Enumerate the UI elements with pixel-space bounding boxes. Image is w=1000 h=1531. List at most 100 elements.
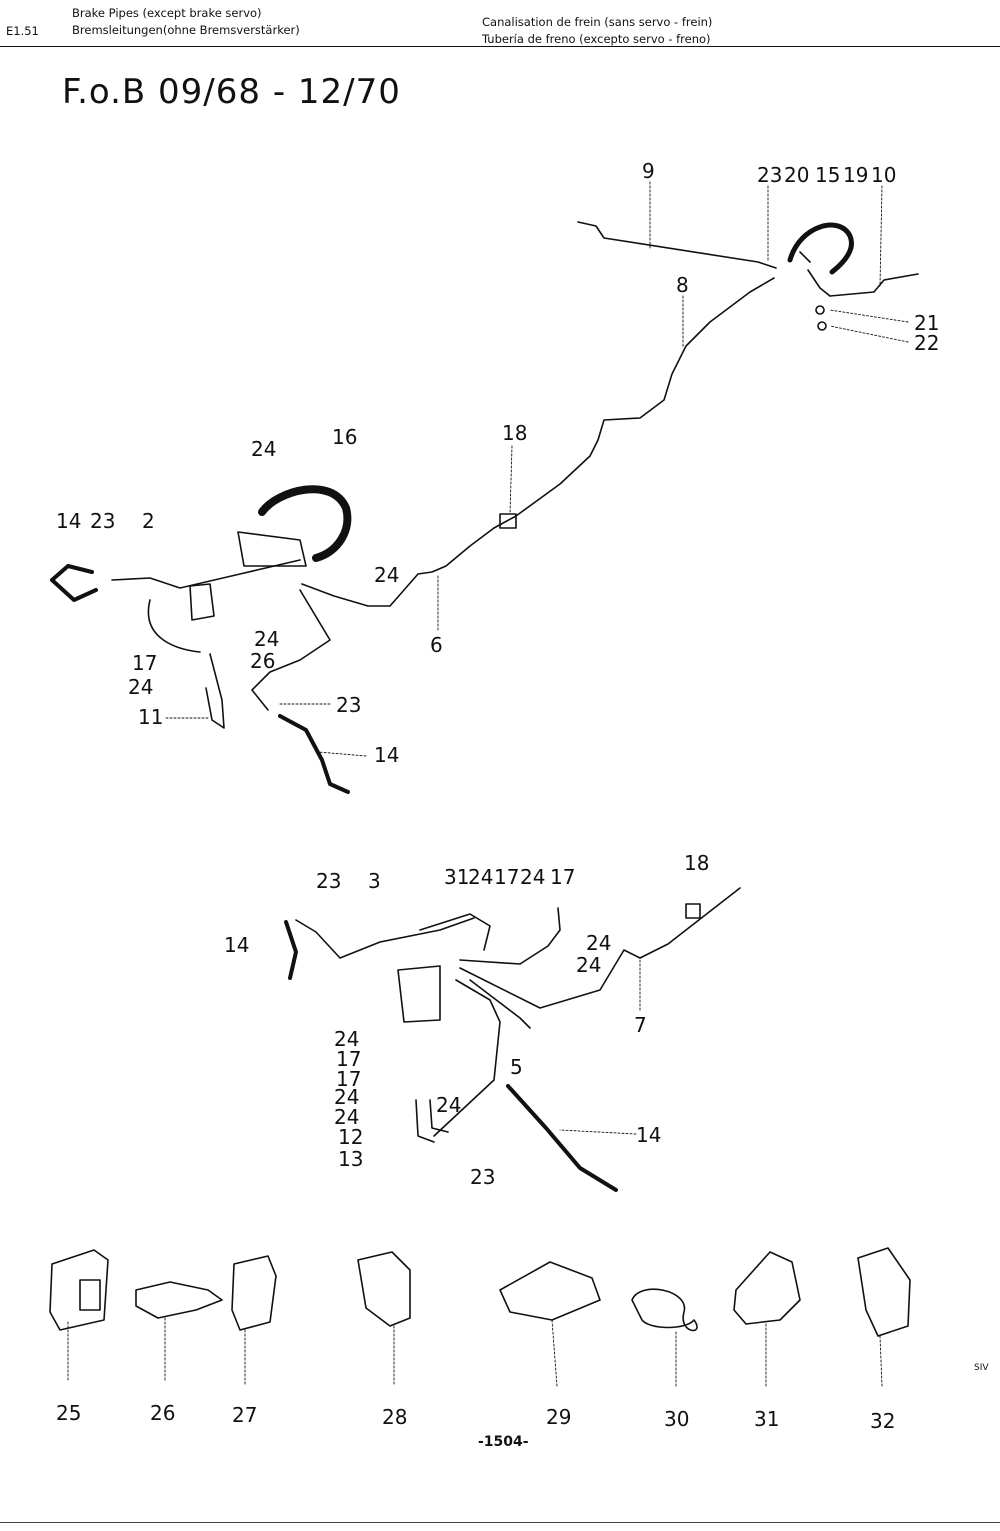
clip-29 [499, 1261, 601, 1321]
callout-17: 17 [132, 651, 157, 675]
pipe-left-loop [147, 599, 201, 653]
pipe-3 [295, 917, 475, 959]
callout-22: 22 [914, 331, 939, 355]
bottom-divider [0, 1522, 1000, 1523]
callout-10: 10 [871, 163, 896, 187]
pipe-9 [577, 221, 777, 269]
model-period-label: F.o.B 09/68 - 12/70 [62, 72, 401, 112]
callout-m-24c: 24 [586, 931, 611, 955]
callout-m-18: 18 [684, 851, 709, 875]
hose-14-rear [278, 714, 350, 794]
callout-m-24d: 24 [576, 953, 601, 977]
pipe-17-mid [459, 907, 561, 965]
callout-m-24f: 24 [334, 1085, 359, 1109]
page-number: -1504- [478, 1434, 529, 1450]
t-piece-19 [807, 269, 831, 297]
callout-m-17d: 17 [336, 1067, 361, 1091]
callout-24d: 24 [128, 675, 153, 699]
callout-2: 2 [142, 509, 155, 533]
callout-m-7: 7 [634, 1013, 647, 1037]
master-cylinder-mid [419, 913, 491, 951]
callout-16: 16 [332, 425, 357, 449]
clip-label-31: 31 [754, 1407, 779, 1431]
pipe-rear-left [251, 589, 331, 711]
callout-24c: 24 [254, 627, 279, 651]
callout-m-5: 5 [510, 1055, 523, 1079]
pipe-7 [459, 887, 741, 1009]
clip-32 [857, 1247, 911, 1337]
header-divider [0, 46, 1000, 47]
pipe-10 [829, 273, 919, 297]
callout-23: 23 [757, 163, 782, 187]
callout-24b: 24 [374, 563, 399, 587]
callout-15: 15 [815, 163, 840, 187]
pipe-13 [429, 1099, 449, 1133]
clip-26 [135, 1281, 223, 1319]
callout-m-13: 13 [338, 1147, 363, 1171]
pipe-5 [433, 979, 501, 1137]
clip-label-29: 29 [546, 1405, 571, 1429]
washer-21 [815, 305, 825, 315]
clip-28 [357, 1251, 411, 1327]
clip-label-26: 26 [150, 1401, 175, 1425]
callout-14b: 14 [374, 743, 399, 767]
callout-m-14b: 14 [636, 1123, 661, 1147]
callout-m-24e: 24 [334, 1027, 359, 1051]
section-code: E1.51 [6, 24, 39, 38]
callout-11: 11 [138, 705, 163, 729]
clip-label-28: 28 [382, 1405, 407, 1429]
callout-23b: 23 [90, 509, 115, 533]
clip-30 [631, 1288, 698, 1332]
hose-14-mid-rear [506, 1084, 618, 1192]
hose-14-left [50, 564, 98, 602]
callout-m-24b: 24 [520, 865, 545, 889]
title-english: Brake Pipes (except brake servo) [72, 6, 262, 20]
union-18 [499, 513, 517, 529]
clip-25-slot [79, 1279, 101, 1311]
corner-mark: SIV [974, 1363, 989, 1373]
clip-27 [231, 1255, 277, 1331]
clip-31 [733, 1251, 801, 1325]
callout-6: 6 [430, 633, 443, 657]
callout-m-17: 17 [494, 865, 519, 889]
clip-label-30: 30 [664, 1407, 689, 1431]
callout-m-3: 3 [368, 869, 381, 893]
callout-21: 21 [914, 311, 939, 335]
reservoir [189, 583, 215, 621]
hose-16 [258, 485, 352, 562]
union-18-mid [685, 903, 701, 919]
callout-m-24: 24 [468, 865, 493, 889]
callout-23c: 23 [336, 693, 361, 717]
callout-20: 20 [784, 163, 809, 187]
callout-8: 8 [676, 273, 689, 297]
pipe-11 [205, 653, 225, 729]
callout-m-23: 23 [316, 869, 341, 893]
callout-9: 9 [642, 159, 655, 183]
nut-22 [817, 321, 827, 331]
callout-26: 26 [250, 649, 275, 673]
callout-24: 24 [251, 437, 276, 461]
callout-m-23b: 23 [470, 1165, 495, 1189]
master-cylinder [237, 531, 307, 567]
title-german: Bremsleitungen(ohne Bremsverstärker) [72, 23, 300, 37]
connector-20 [799, 251, 811, 263]
title-french: Canalisation de frein (sans servo - frei… [482, 15, 713, 29]
clip-label-27: 27 [232, 1403, 257, 1427]
clip-25 [49, 1249, 109, 1331]
clip-label-25: 25 [56, 1401, 81, 1425]
callout-m-24h: 24 [436, 1093, 461, 1117]
callout-19: 19 [843, 163, 868, 187]
pipe-12 [415, 1099, 435, 1143]
hose-15 [787, 222, 854, 275]
pipe-2 [111, 559, 301, 589]
reservoir-mid [397, 965, 441, 1023]
callout-m-31: 31 [444, 865, 469, 889]
callout-m-12: 12 [338, 1125, 363, 1149]
pipe-8 [493, 277, 775, 529]
callout-m-14: 14 [224, 933, 249, 957]
callout-18: 18 [502, 421, 527, 445]
pipe-5b [469, 979, 531, 1029]
callout-m-24g: 24 [334, 1105, 359, 1129]
clip-label-32: 32 [870, 1409, 895, 1433]
